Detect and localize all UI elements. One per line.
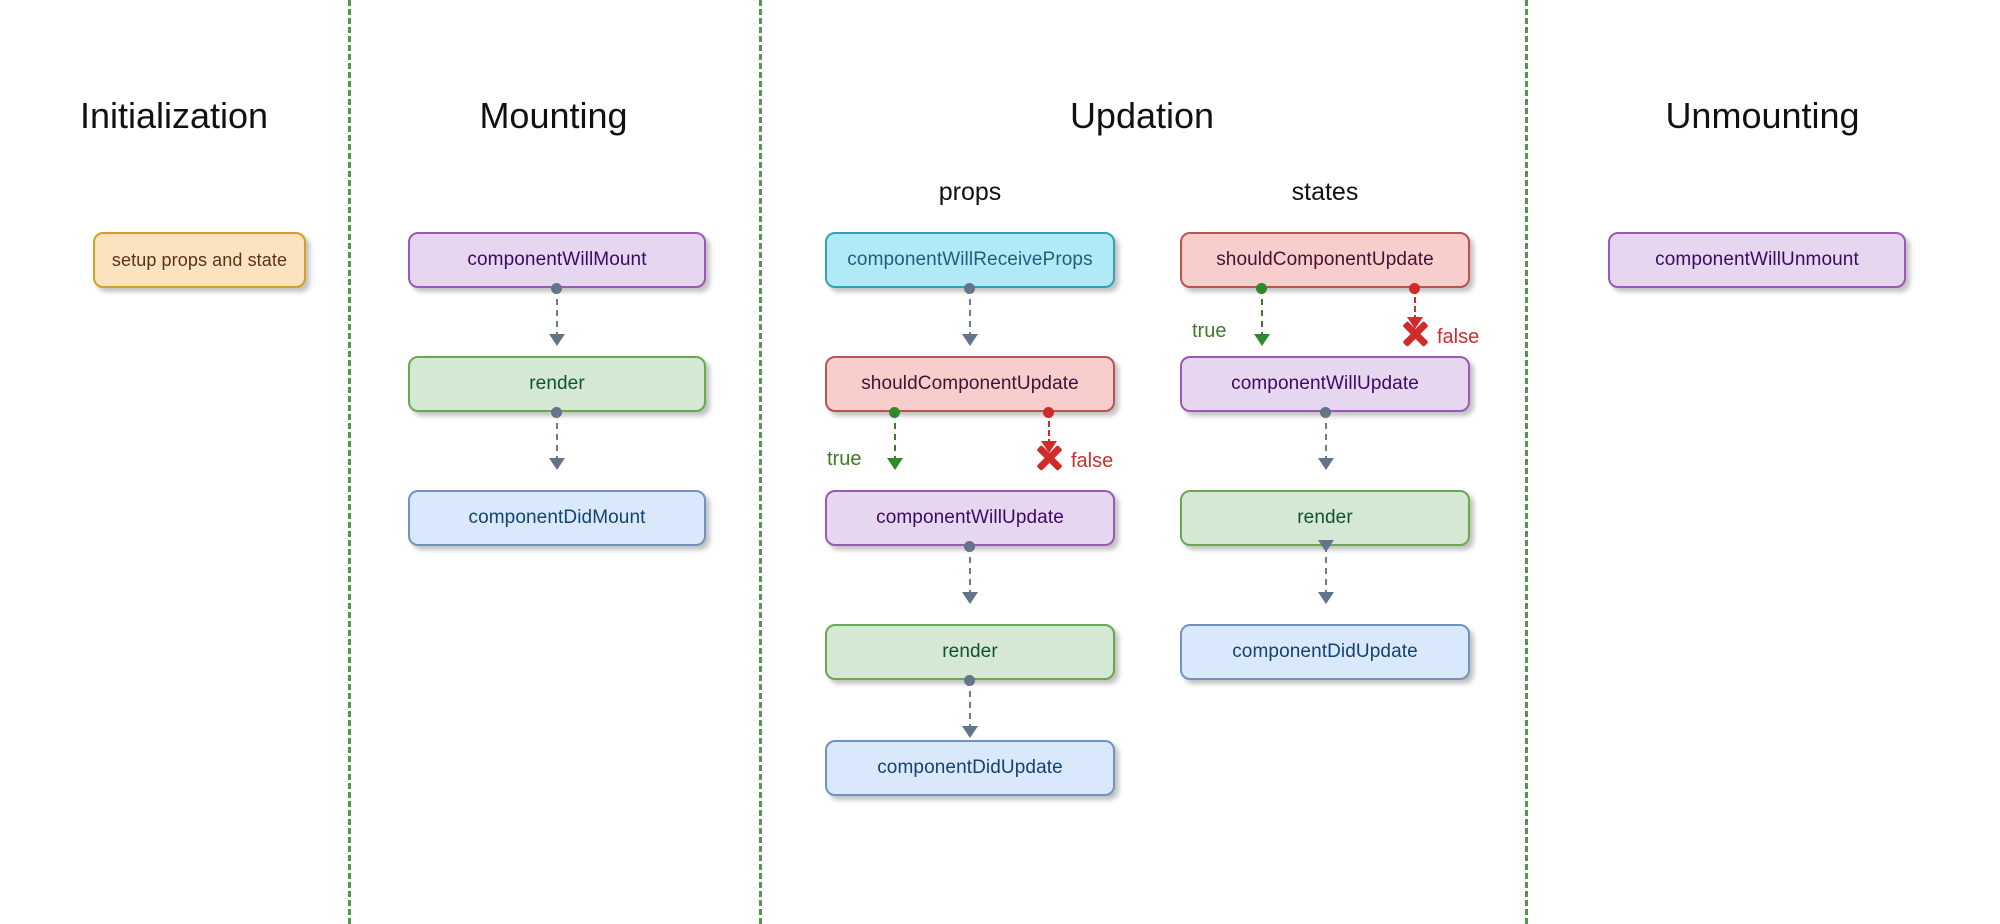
divider-initialization-mounting	[348, 0, 351, 924]
branch-connector-states-false	[1414, 288, 1416, 321]
connector-arrow-props-1	[962, 334, 978, 346]
node-component-will-unmount[interactable]: componentWillUnmount	[1608, 232, 1906, 288]
divider-updation-unmounting	[1525, 0, 1528, 924]
branch-label-states-false: false	[1437, 326, 1480, 348]
divider-mounting-updation	[759, 0, 762, 924]
connector-mounting-2	[556, 412, 558, 462]
connector-arrow-states-2	[1318, 592, 1334, 604]
branch-label-props-true: true	[827, 448, 862, 470]
node-component-will-receive-props[interactable]: componentWillReceiveProps	[825, 232, 1115, 288]
node-component-will-update-states[interactable]: componentWillUpdate	[1180, 356, 1470, 412]
connector-props-3	[969, 680, 971, 730]
node-should-component-update-props[interactable]: shouldComponentUpdate	[825, 356, 1115, 412]
branch-arrow-props-true	[887, 458, 903, 470]
branch-label-states-true: true	[1192, 320, 1227, 342]
node-component-will-update-props[interactable]: componentWillUpdate	[825, 490, 1115, 546]
branch-connector-props-false	[1048, 412, 1050, 445]
connector-arrow-states-1	[1318, 458, 1334, 470]
connector-mounting-1	[556, 288, 558, 338]
node-should-component-update-states[interactable]: shouldComponentUpdate	[1180, 232, 1470, 288]
phase-title-unmounting: Unmounting	[1665, 95, 1860, 136]
connector-states-1	[1325, 412, 1327, 462]
connector-arrow-mounting-2	[549, 458, 565, 470]
phase-title-initialization: Initialization	[79, 95, 269, 136]
connector-props-2	[969, 546, 971, 596]
phase-title-mounting: Mounting	[479, 95, 628, 136]
connector-arrow-props-2	[962, 592, 978, 604]
subheading-states: states	[1291, 178, 1359, 206]
phase-title-updation: Updation	[1069, 95, 1215, 136]
node-component-did-mount[interactable]: componentDidMount	[408, 490, 706, 546]
connector-arrow-mounting-1	[549, 334, 565, 346]
branch-arrow-states-true	[1254, 334, 1270, 346]
node-component-did-update-states[interactable]: componentDidUpdate	[1180, 624, 1470, 680]
branch-connector-props-true	[894, 412, 896, 462]
subheading-props: props	[938, 178, 1002, 206]
branch-connector-states-true	[1261, 288, 1263, 338]
node-render-props[interactable]: render	[825, 624, 1115, 680]
connector-props-1	[969, 288, 971, 338]
branch-label-props-false: false	[1071, 450, 1114, 472]
node-setup-props-and-state[interactable]: setup props and state	[93, 232, 306, 288]
node-render-mounting[interactable]: render	[408, 356, 706, 412]
stop-x-icon-props	[1032, 441, 1066, 475]
stop-x-icon-states	[1398, 317, 1432, 351]
connector-arrow-props-3	[962, 726, 978, 738]
connector-states-2	[1325, 546, 1327, 596]
node-render-states[interactable]: render	[1180, 490, 1470, 546]
node-component-did-update-props[interactable]: componentDidUpdate	[825, 740, 1115, 796]
node-component-will-mount[interactable]: componentWillMount	[408, 232, 706, 288]
